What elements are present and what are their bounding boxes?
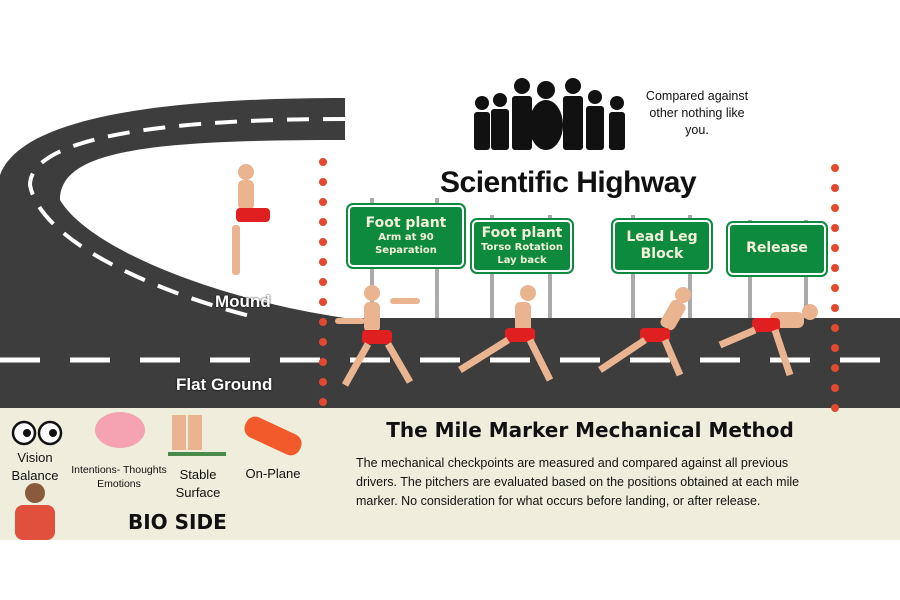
sign-title: Foot plant <box>365 214 447 231</box>
curved-road <box>0 98 345 318</box>
pitcher-figures <box>232 164 818 387</box>
sign-title: Release <box>746 240 808 257</box>
sign-line: Block <box>640 246 684 262</box>
sign-foot-plant-arm: Foot plant Arm at 90 Separation <box>346 203 466 269</box>
eyes-icon <box>11 420 63 446</box>
bio-item-intentions: Intentions- Thoughts Emotions <box>71 464 167 491</box>
sign-line: Separation <box>375 244 437 256</box>
bio-item-on-plane: On-Plane <box>245 466 301 481</box>
crowd-icon <box>474 78 625 150</box>
method-heading: The Mile Marker Mechanical Method <box>386 418 794 442</box>
sign-line: Arm at 90 <box>378 232 434 244</box>
brain-icon <box>95 412 145 448</box>
crowd-caption: Compared against other nothing like you. <box>645 89 749 137</box>
method-description: The mechanical checkpoints are measured … <box>356 456 800 508</box>
sign-line: Torso Rotation <box>481 242 563 254</box>
sign-lead-leg-block: Lead Leg Block <box>611 218 713 274</box>
sign-release: Release <box>726 221 828 277</box>
curved-road-dashes <box>27 117 346 318</box>
driver-avatar <box>15 483 55 540</box>
bio-side-heading: BIO SIDE <box>128 510 227 534</box>
mound-label: Mound <box>215 292 271 311</box>
page-title: Scientific Highway <box>440 166 697 199</box>
sign-title: Lead Leg <box>626 228 698 245</box>
bio-item-vision: Vision Balance <box>11 450 59 483</box>
sign-foot-plant-torso: Foot plant Torso Rotation Lay back <box>470 218 574 274</box>
car-icon <box>244 416 302 456</box>
sign-title: Foot plant <box>481 224 563 241</box>
sign-line: Lay back <box>497 254 547 266</box>
feet-icon <box>168 415 226 456</box>
bio-item-surface: Stable Surface <box>175 467 221 500</box>
bottom-panel <box>0 408 900 540</box>
flat-ground-label: Flat Ground <box>176 375 273 394</box>
